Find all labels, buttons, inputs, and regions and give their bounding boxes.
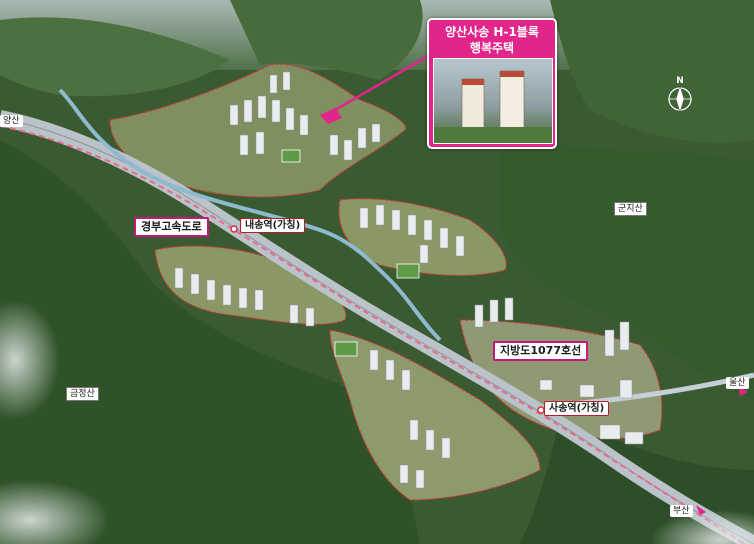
- tower-left: [461, 78, 485, 132]
- apartment-blocks-middle: [174, 267, 315, 327]
- forest-west: [0, 140, 420, 544]
- station-south-label: 사송역(가칭): [544, 401, 610, 416]
- mountain-label-west: 금정산: [66, 387, 99, 401]
- station-north-dot: [230, 225, 238, 233]
- tower-right: [499, 70, 525, 132]
- project-callout: 양산사송 H-1블록 행복주택: [427, 18, 557, 149]
- direction-label-left: 양산: [0, 115, 23, 127]
- fog-bottom-left: [0, 480, 110, 544]
- apartment-blocks-north: [229, 71, 381, 161]
- local-road-label: 지방도1077호선: [493, 341, 589, 361]
- fog-left: [0, 300, 60, 420]
- callout-title: 양산사송 H-1블록: [445, 25, 539, 39]
- ridge-northeast: [550, 0, 754, 144]
- highway-label: 경부고속도로: [134, 217, 209, 237]
- ridge-northwest: [0, 17, 230, 97]
- forest-east: [500, 140, 754, 400]
- callout-subtitle: 행복주택: [469, 41, 515, 55]
- sports-fields: [281, 149, 420, 357]
- planned-rail-line: [0, 125, 745, 544]
- apartment-blocks-south: [369, 349, 451, 489]
- north-compass: N: [665, 74, 695, 118]
- project-photo: [433, 58, 553, 144]
- target-site-marker: [320, 53, 431, 124]
- station-north-label: 내송역(가칭): [240, 218, 306, 233]
- compass-icon: N: [668, 76, 692, 113]
- ridge-north: [230, 0, 423, 80]
- district-middle: [154, 245, 347, 325]
- photo-ground: [434, 127, 552, 143]
- mountain-label-east: 군지산: [614, 202, 647, 216]
- tower-illustration: [434, 70, 552, 143]
- apartment-blocks-center: [359, 204, 465, 264]
- compass-north-letter: N: [676, 76, 684, 86]
- direction-label-ulsan: 울산: [726, 377, 749, 389]
- district-south: [329, 329, 541, 501]
- tower-right-top: [500, 71, 524, 77]
- apartment-blocks-east: [474, 297, 644, 445]
- direction-label-busan: 부산: [670, 505, 693, 517]
- arrow-busan: [696, 505, 706, 515]
- fog-bottom-right: [650, 510, 754, 544]
- tower-left-top: [462, 79, 484, 85]
